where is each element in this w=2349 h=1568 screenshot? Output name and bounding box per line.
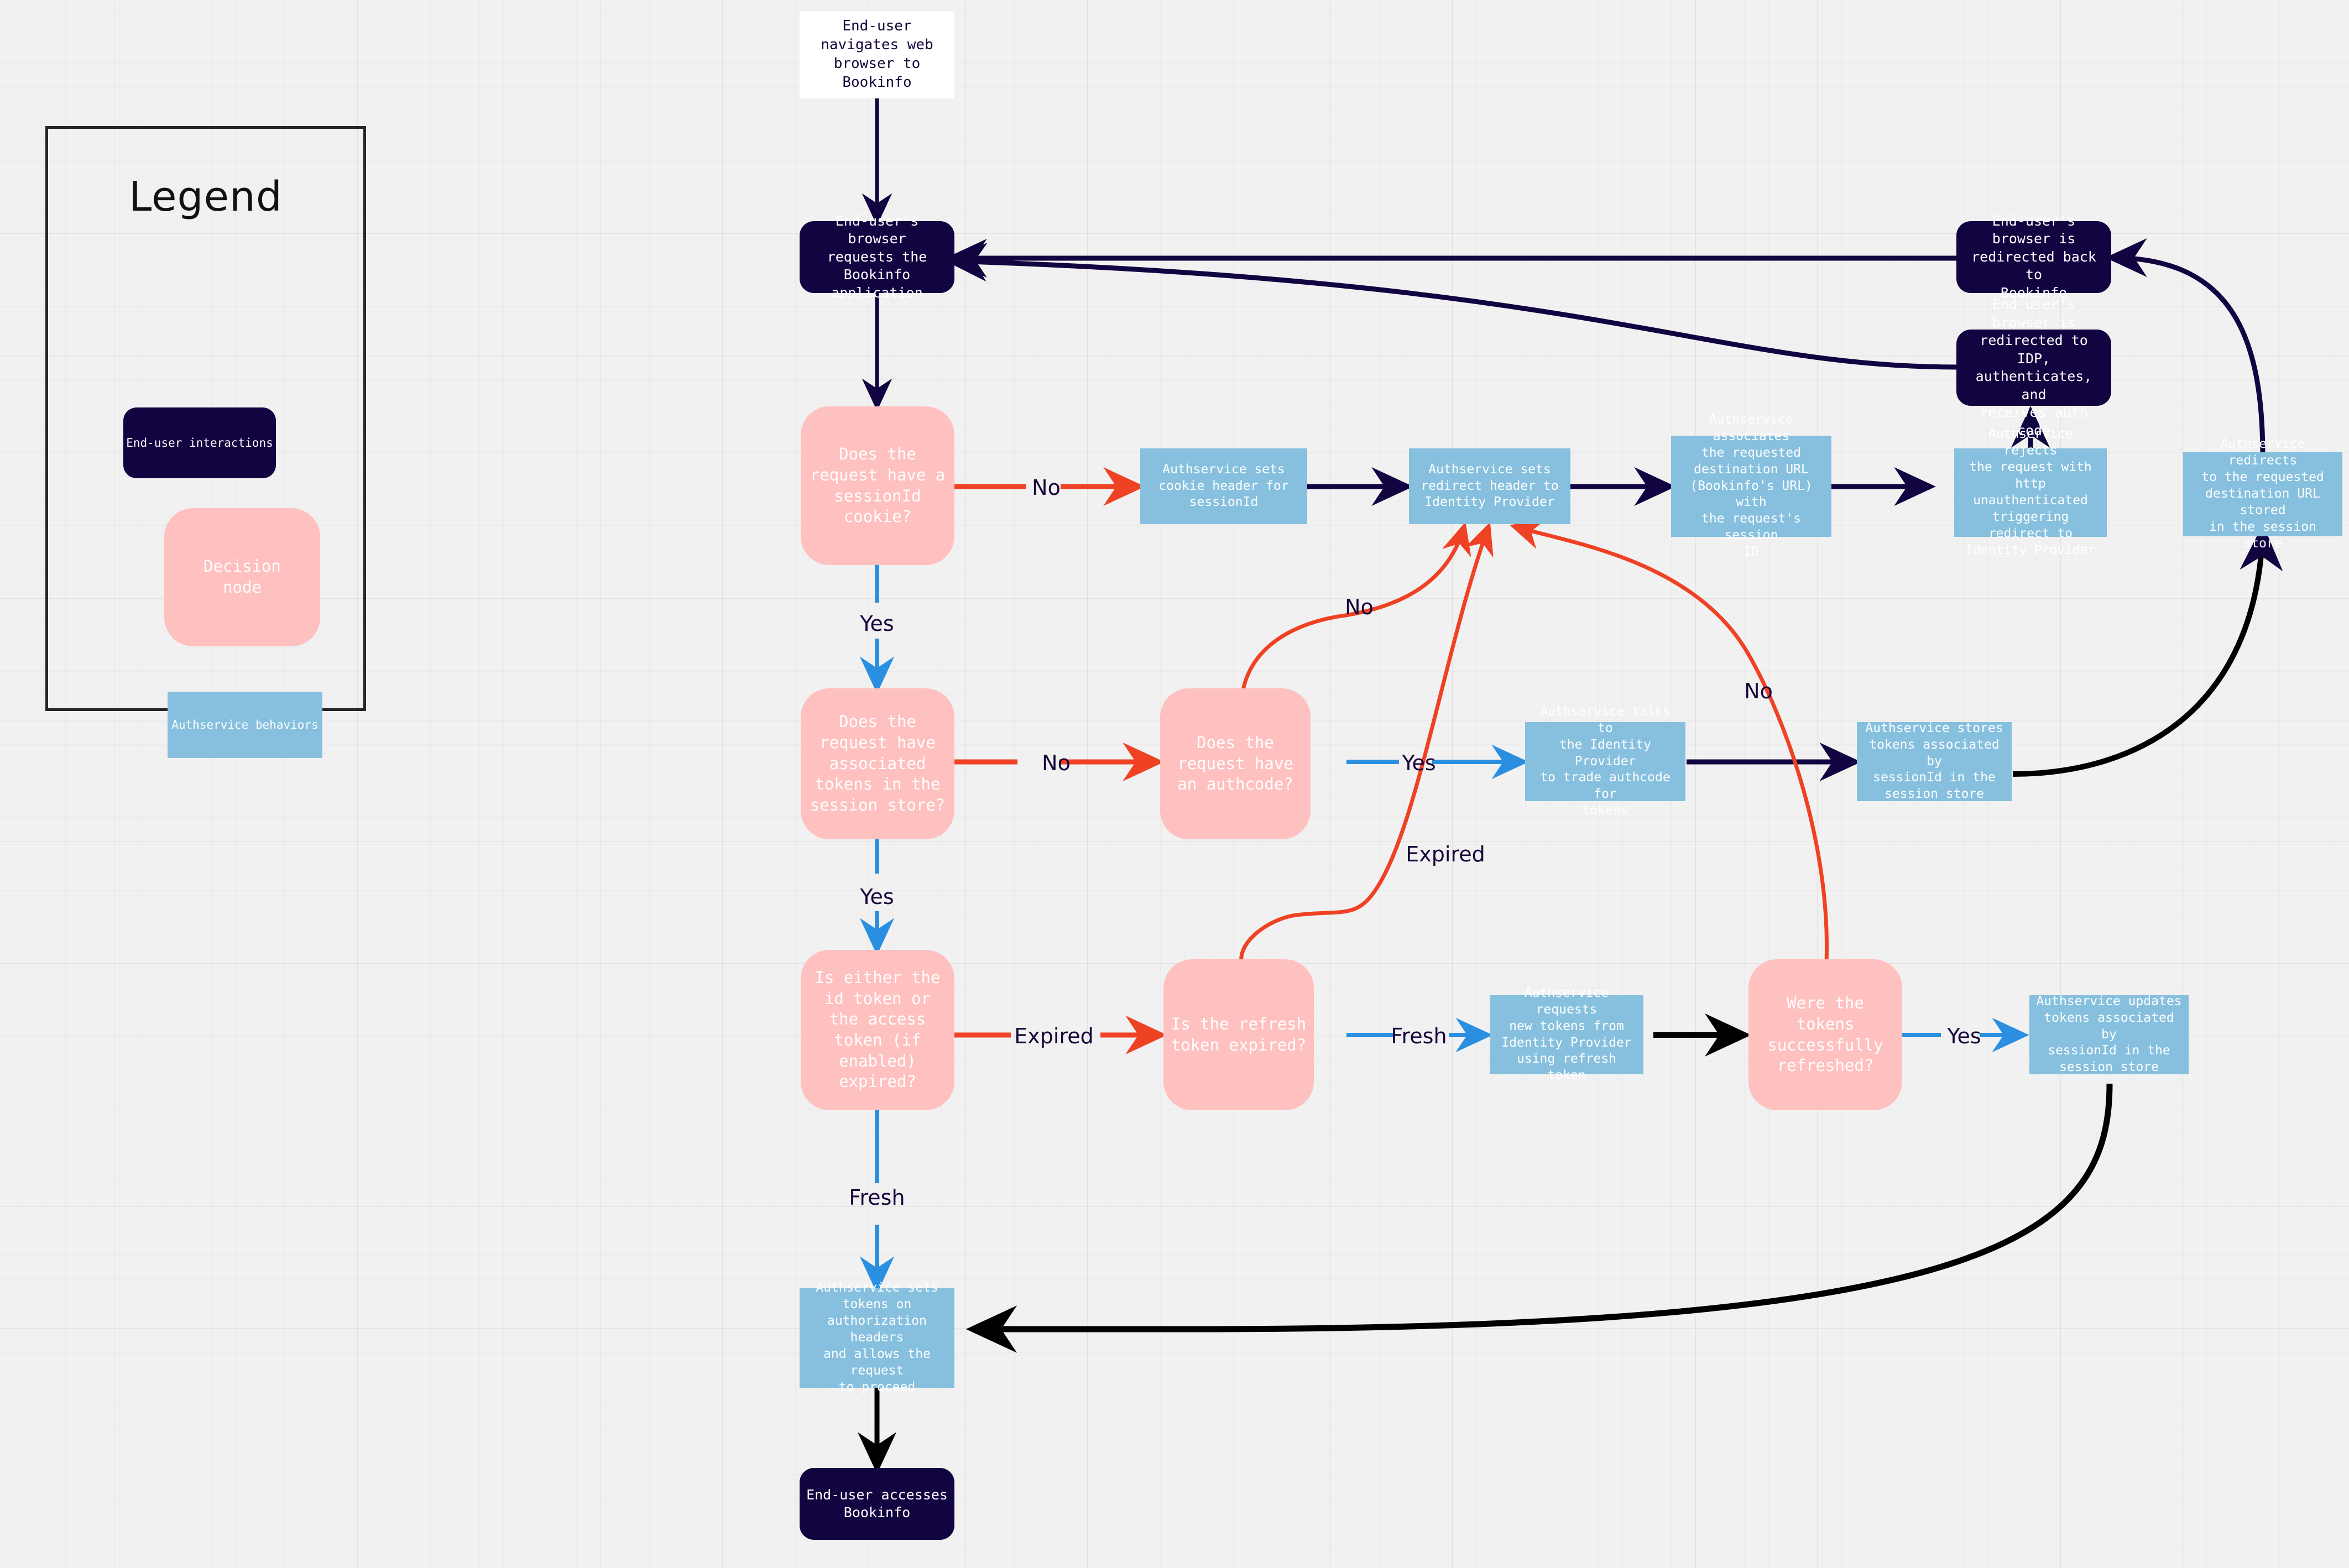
node-reject-unauthenticated[interactable]: Authservice rejects the request with htt… [1954, 427, 2107, 557]
edge-label-no-session-cookie: No [1032, 475, 1061, 500]
node-reject-unauthenticated-label: Authservice rejects the request with htt… [1965, 427, 2096, 557]
node-browser-redirected-to-idp[interactable]: End-user's browser is redirected to IDP,… [1956, 296, 2111, 438]
edge-label-no-authcode: No [1345, 595, 1374, 619]
node-decision-has-authcode[interactable]: Does the request have an authcode? [1160, 688, 1311, 839]
edge-label-no-tokens-refreshed: No [1744, 679, 1773, 703]
node-decision-sessionid-cookie-label: Does the request have a sessionId cookie… [810, 445, 946, 526]
legend-title: Legend [129, 173, 283, 221]
node-store-tokens-in-session-store-label: Authservice stores tokens associated by … [1865, 720, 2003, 802]
edge-label-expired-refresh-token: Expired [1406, 842, 1485, 866]
legend-item-decision: Decision node [164, 508, 320, 646]
node-start[interactable]: End-user navigates web browser to Bookin… [800, 11, 954, 98]
edge-label-yes-tokens-in-store: Yes [860, 885, 894, 909]
node-set-redirect-header[interactable]: Authservice sets redirect header to Iden… [1409, 448, 1570, 524]
legend-panel: Legend End-user interactions Decision no… [45, 126, 366, 758]
node-decision-id-or-access-token-expired-label: Is either the id token or the access tok… [815, 968, 941, 1091]
node-request-new-tokens-label: Authservice requests new tokens from Ide… [1501, 985, 1632, 1083]
legend-item-end-user: End-user interactions [123, 407, 276, 478]
edge-label-expired-id-access-token: Expired [1014, 1024, 1094, 1048]
node-decision-refresh-token-expired[interactable]: Is the refresh token expired? [1163, 959, 1314, 1110]
node-decision-tokens-successfully-refreshed[interactable]: Were the tokens successfully refreshed? [1748, 959, 1902, 1110]
node-associate-destination-url[interactable]: Authservice associates the requested des… [1671, 412, 1831, 559]
node-request-new-tokens[interactable]: Authservice requests new tokens from Ide… [1490, 986, 1643, 1083]
node-associate-destination-url-label: Authservice associates the requested des… [1690, 412, 1813, 560]
node-browser-redirected-back-to-bookinfo[interactable]: End-user's browser is redirected back to… [1956, 213, 2111, 301]
node-update-tokens-in-session-store-label: Authservice updates tokens associated by… [2036, 994, 2182, 1075]
legend-item-authservice-label: Authservice behaviors [171, 718, 319, 731]
edge-label-fresh-refresh-token: Fresh [1391, 1024, 1447, 1048]
node-start-label: End-user navigates web browser to Bookin… [821, 18, 933, 91]
legend-item-decision-label: Decision node [203, 557, 281, 597]
legend-item-end-user-label: End-user interactions [126, 436, 273, 450]
node-browser-redirected-back-to-bookinfo-label: End-user's browser is redirected back to… [1971, 212, 2096, 301]
edge-label-yes-session-cookie: Yes [860, 611, 894, 636]
node-decision-has-authcode-label: Does the request have an authcode? [1177, 733, 1293, 794]
node-decision-refresh-token-expired-label: Is the refresh token expired? [1171, 1014, 1307, 1054]
legend-item-authservice: Authservice behaviors [168, 692, 322, 758]
node-decision-sessionid-cookie[interactable]: Does the request have a sessionId cookie… [801, 406, 954, 565]
node-set-authorization-headers[interactable]: Authservice sets tokens on authorization… [800, 1280, 954, 1394]
node-store-tokens-in-session-store[interactable]: Authservice stores tokens associated by … [1857, 720, 2012, 802]
node-decision-id-or-access-token-expired[interactable]: Is either the id token or the access tok… [801, 950, 954, 1110]
node-browser-requests-bookinfo-label: End-user's browser requests the Bookinfo… [827, 212, 927, 301]
node-set-cookie-header[interactable]: Authservice sets cookie header for sessi… [1140, 448, 1307, 524]
node-redirect-to-destination-url[interactable]: Authservice redirects to the requested d… [2183, 437, 2342, 551]
edge-label-fresh-id-access-token: Fresh [849, 1185, 905, 1210]
node-update-tokens-in-session-store[interactable]: Authservice updates tokens associated by… [2029, 994, 2189, 1075]
node-end-user-accesses-bookinfo[interactable]: End-user accesses Bookinfo [800, 1468, 954, 1540]
node-set-redirect-header-label: Authservice sets redirect header to Iden… [1421, 462, 1559, 510]
edge-label-yes-tokens-refreshed: Yes [1947, 1024, 1981, 1048]
node-set-authorization-headers-label: Authservice sets tokens on authorization… [816, 1280, 938, 1394]
edge-label-yes-authcode: Yes [1402, 751, 1436, 775]
node-decision-tokens-in-session-store-label: Does the request have associated tokens … [810, 712, 946, 815]
node-browser-redirected-to-idp-label: End-user's browser is redirected to IDP,… [1975, 296, 2092, 438]
node-trade-authcode-for-tokens[interactable]: Authservice talks to the Identity Provid… [1525, 704, 1685, 818]
node-redirect-to-destination-url-label: Authservice redirects to the requested d… [2201, 437, 2324, 551]
node-end-user-accesses-bookinfo-label: End-user accesses Bookinfo [806, 1486, 948, 1521]
node-decision-tokens-in-session-store[interactable]: Does the request have associated tokens … [801, 688, 954, 839]
node-trade-authcode-for-tokens-label: Authservice talks to the Identity Provid… [1540, 704, 1671, 818]
node-set-cookie-header-label: Authservice sets cookie header for sessi… [1158, 462, 1289, 510]
node-browser-requests-bookinfo[interactable]: End-user's browser requests the Bookinfo… [800, 213, 954, 301]
edge-label-no-tokens-in-store: No [1042, 751, 1071, 775]
node-decision-tokens-successfully-refreshed-label: Were the tokens successfully refreshed? [1767, 994, 1883, 1075]
